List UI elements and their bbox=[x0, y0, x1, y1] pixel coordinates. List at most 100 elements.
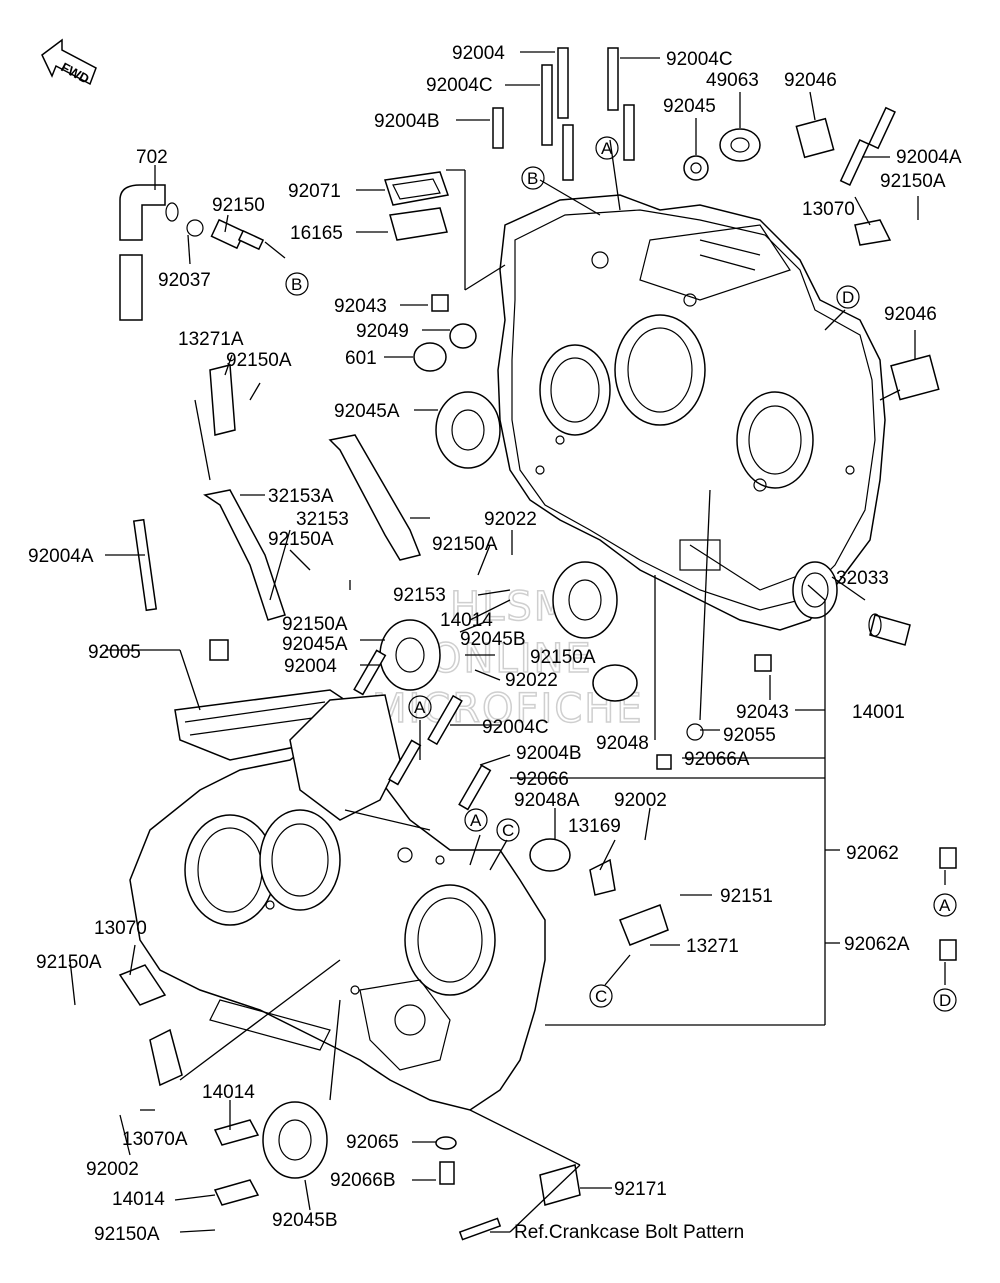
circle-b-case: B bbox=[521, 166, 545, 190]
label-702: 702 bbox=[136, 147, 168, 168]
label-92004: 92004 bbox=[452, 43, 505, 64]
label-92045b: 92045B bbox=[272, 1210, 338, 1231]
label-92004c: 92004C bbox=[426, 75, 493, 96]
svg-text:D: D bbox=[939, 991, 951, 1010]
circle-a-top: A bbox=[595, 136, 619, 160]
label-14014: 14014 bbox=[440, 610, 493, 631]
reference-circles: B B A D A A C C bbox=[285, 136, 957, 1012]
label-13070: 13070 bbox=[94, 918, 147, 939]
label-601: 601 bbox=[345, 348, 377, 369]
gaskets bbox=[384, 171, 449, 241]
label-92002: 92002 bbox=[86, 1159, 139, 1180]
label-92004: 92004 bbox=[284, 656, 337, 677]
label-92066a: 92066A bbox=[684, 749, 750, 770]
label-92048: 92048 bbox=[596, 733, 649, 754]
circle-a-low: A bbox=[464, 808, 488, 832]
label-92150a: 92150A bbox=[268, 529, 334, 550]
label-13070a: 13070A bbox=[122, 1129, 188, 1150]
label-13271a: 13271A bbox=[178, 329, 244, 350]
fwd-arrow-icon: FWD bbox=[41, 38, 97, 87]
label-92004b: 92004B bbox=[516, 743, 582, 764]
ref-crankcase-bolt-pattern: Ref.Crankcase Bolt Pattern bbox=[514, 1222, 744, 1243]
svg-text:A: A bbox=[414, 698, 426, 717]
label-13070: 13070 bbox=[802, 199, 855, 220]
oil-pipes bbox=[203, 434, 422, 621]
small-fasteners bbox=[118, 219, 957, 1241]
label-92004a: 92004A bbox=[896, 147, 962, 168]
label-92043: 92043 bbox=[736, 702, 789, 723]
label-16165: 16165 bbox=[290, 223, 343, 244]
label-92150a: 92150A bbox=[530, 647, 596, 668]
label-92004c: 92004C bbox=[666, 49, 733, 70]
label-92045: 92045 bbox=[663, 96, 716, 117]
label-92171: 92171 bbox=[614, 1179, 667, 1200]
watermark-line-2: ONLINE bbox=[430, 636, 593, 682]
label-92153: 92153 bbox=[393, 585, 446, 606]
label-92037: 92037 bbox=[158, 270, 211, 291]
label-14014: 14014 bbox=[112, 1189, 165, 1210]
bearings-mid bbox=[262, 391, 911, 1179]
part-labels: 92004 92004C 92004C 49063 92046 92045 92… bbox=[28, 43, 962, 1245]
label-92055: 92055 bbox=[723, 725, 776, 746]
label-92046: 92046 bbox=[884, 304, 937, 325]
hose-fitting bbox=[186, 218, 265, 251]
upper-crankcase-half bbox=[497, 194, 886, 631]
circle-a-mid: A bbox=[408, 695, 432, 719]
circle-b-fitting: B bbox=[285, 272, 309, 296]
label-92150: 92150 bbox=[212, 195, 265, 216]
circle-c-low: C bbox=[496, 818, 520, 842]
label-92048a: 92048A bbox=[514, 790, 580, 811]
label-92062a: 92062A bbox=[844, 934, 910, 955]
svg-text:A: A bbox=[470, 811, 482, 830]
studs-top bbox=[492, 47, 896, 186]
label-92150a: 92150A bbox=[36, 952, 102, 973]
label-92071: 92071 bbox=[288, 181, 341, 202]
label-92046: 92046 bbox=[784, 70, 837, 91]
label-92065: 92065 bbox=[346, 1132, 399, 1153]
label-92004b: 92004B bbox=[374, 111, 440, 132]
label-92150a: 92150A bbox=[432, 534, 498, 555]
label-92066: 92066 bbox=[516, 769, 569, 790]
circle-d-top: D bbox=[836, 285, 860, 309]
label-92045a: 92045A bbox=[334, 401, 400, 422]
svg-text:C: C bbox=[595, 987, 607, 1006]
svg-text:D: D bbox=[842, 288, 854, 307]
label-92002: 92002 bbox=[614, 790, 667, 811]
label-92150a: 92150A bbox=[880, 171, 946, 192]
label-13271: 13271 bbox=[686, 936, 739, 957]
label-92150a: 92150A bbox=[94, 1224, 160, 1245]
label-92005: 92005 bbox=[88, 642, 141, 663]
breather-hose bbox=[119, 184, 179, 321]
leader-lines bbox=[69, 51, 946, 1233]
label-92150a: 92150A bbox=[282, 614, 348, 635]
label-32153a: 32153A bbox=[268, 486, 334, 507]
watermark: HLSM ONLINE MICROFICHE bbox=[371, 583, 642, 733]
label-32033: 32033 bbox=[836, 568, 889, 589]
label-14001: 14001 bbox=[852, 702, 905, 723]
label-14014: 14014 bbox=[202, 1082, 255, 1103]
svg-text:C: C bbox=[502, 821, 514, 840]
svg-text:B: B bbox=[291, 275, 302, 294]
label-92066b: 92066B bbox=[330, 1170, 396, 1191]
label-92004c: 92004C bbox=[482, 717, 549, 738]
label-92150a: 92150A bbox=[226, 350, 292, 371]
label-92151: 92151 bbox=[720, 886, 773, 907]
lower-crankcase-half bbox=[129, 689, 546, 1111]
label-92004a: 92004A bbox=[28, 546, 94, 567]
label-49063: 49063 bbox=[706, 70, 759, 91]
label-92045a: 92045A bbox=[282, 634, 348, 655]
label-92049: 92049 bbox=[356, 321, 409, 342]
label-92062: 92062 bbox=[846, 843, 899, 864]
label-32153: 32153 bbox=[296, 509, 349, 530]
bearings-top bbox=[413, 117, 940, 401]
label-92045b: 92045B bbox=[460, 629, 526, 650]
svg-text:B: B bbox=[527, 169, 538, 188]
svg-text:A: A bbox=[601, 139, 613, 158]
label-92022: 92022 bbox=[484, 509, 537, 530]
label-92043: 92043 bbox=[334, 296, 387, 317]
svg-text:A: A bbox=[939, 896, 951, 915]
circle-c-bracket: C bbox=[589, 984, 613, 1008]
label-13169: 13169 bbox=[568, 816, 621, 837]
